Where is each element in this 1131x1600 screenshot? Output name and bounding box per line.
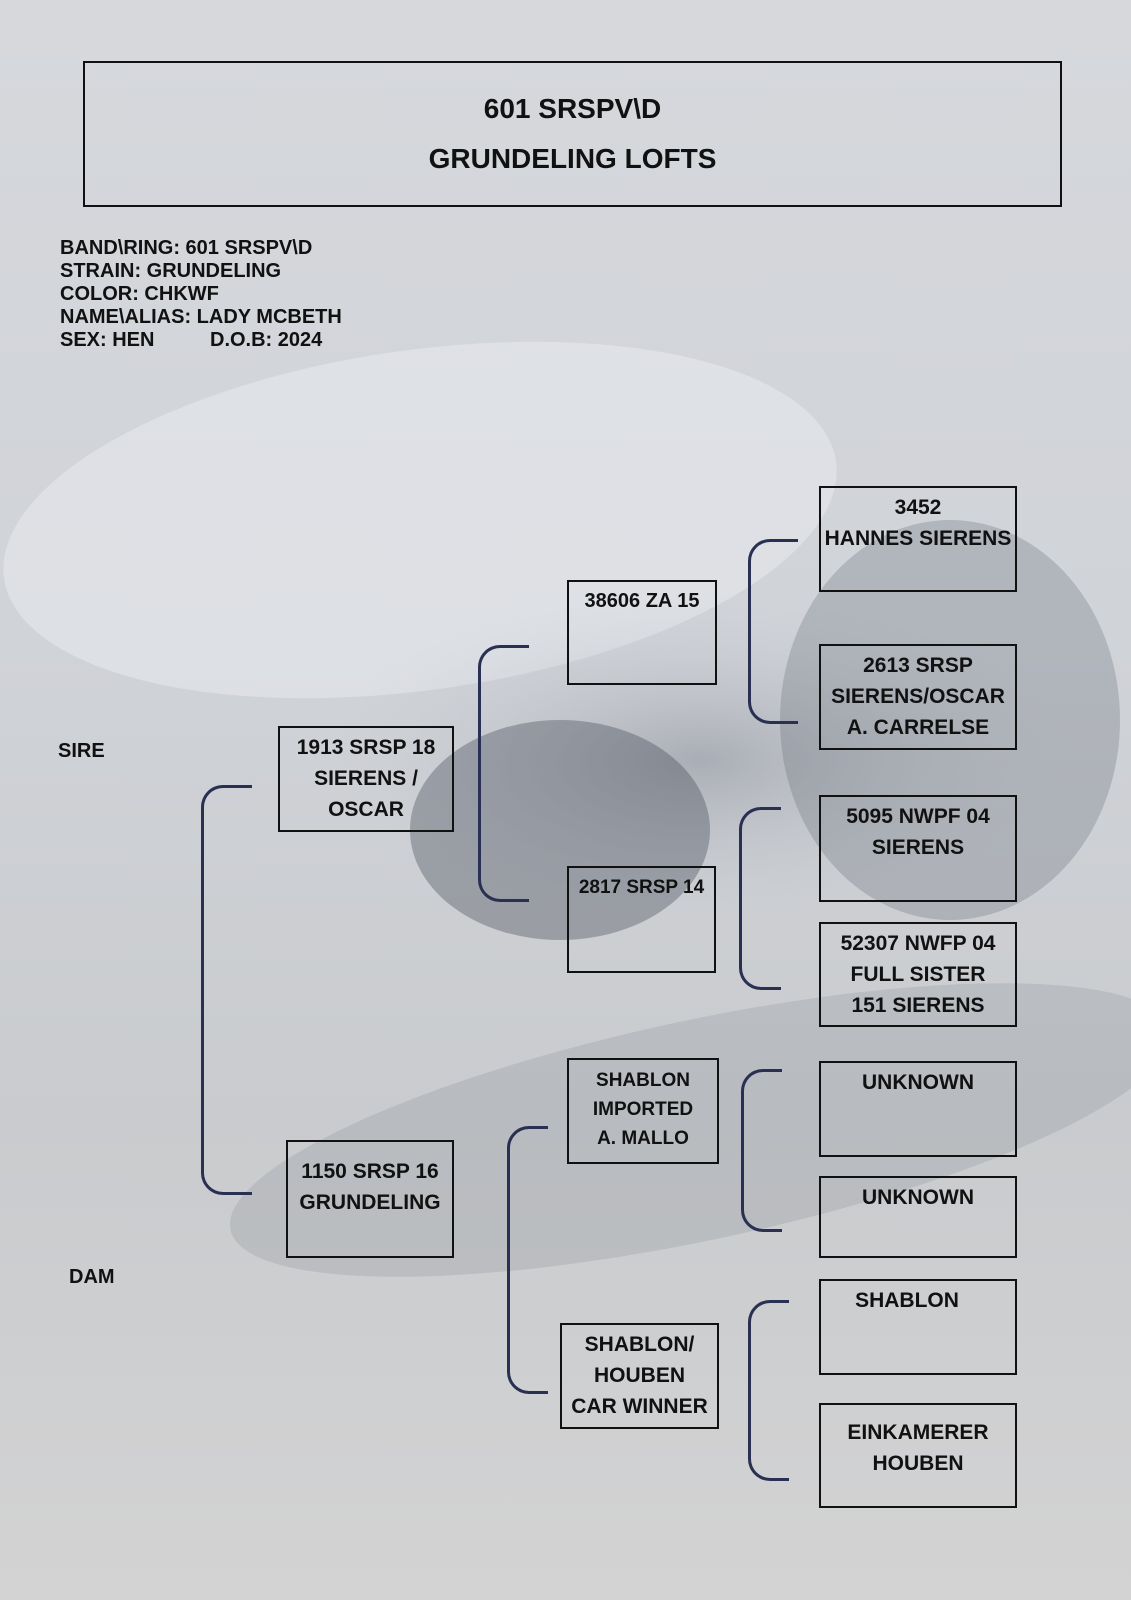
ggp-line: 5095 NWPF 04 — [846, 805, 990, 828]
bracket-gp4 — [748, 1300, 789, 1481]
info-sex: SEX: HEN — [60, 329, 155, 351]
dam-label: DAM — [69, 1266, 115, 1288]
ggp-box-1: 3452 HANNES SIERENS — [819, 486, 1017, 592]
info-band: BAND\RING: 601 SRSPV\D — [60, 237, 313, 259]
bracket-gp2 — [739, 807, 781, 990]
bracket-gp3 — [741, 1069, 782, 1232]
ggp-line: UNKNOWN — [862, 1071, 974, 1094]
ggp-line: SHABLON — [855, 1289, 959, 1312]
info-dob: D.O.B: 2024 — [210, 329, 323, 351]
gp-line: 2817 SRSP 14 — [578, 877, 705, 898]
ggp-box-4: 52307 NWFP 04 FULL SISTER 151 SIERENS — [819, 922, 1017, 1027]
title-loft: GRUNDELING LOFTS — [428, 143, 717, 174]
ggp-line: EINKAMERER — [847, 1421, 989, 1444]
gp-line: A. MALLO — [597, 1128, 689, 1149]
sire-line: OSCAR — [328, 798, 404, 821]
sire-line: SIERENS / — [314, 767, 418, 790]
ggp-box-6: UNKNOWN — [819, 1176, 1017, 1258]
bracket-gp1 — [748, 539, 798, 724]
info-name: NAME\ALIAS: LADY MCBETH — [60, 306, 342, 328]
ggp-line: FULL SISTER — [850, 963, 986, 986]
ggp-line: 3452 — [894, 496, 942, 519]
gp-line: SHABLON/ — [584, 1333, 695, 1356]
sire-label: SIRE — [58, 740, 105, 762]
ggp-line: 151 SIERENS — [851, 994, 985, 1017]
ggp-line: HANNES SIERENS — [824, 527, 1012, 550]
ggp-line: A. CARRELSE — [846, 716, 990, 739]
sire-box: 1913 SRSP 18 SIERENS / OSCAR — [278, 726, 454, 832]
sire-sire-box: 38606 ZA 15 — [567, 580, 717, 685]
dam-dam-box: SHABLON/ HOUBEN CAR WINNER — [560, 1323, 719, 1429]
ggp-box-3: 5095 NWPF 04 SIERENS — [819, 795, 1017, 902]
dam-line: GRUNDELING — [299, 1191, 441, 1214]
gp-line: HOUBEN — [593, 1364, 685, 1387]
info-color: COLOR: CHKWF — [60, 283, 219, 305]
gp-line: CAR WINNER — [571, 1395, 708, 1418]
gp-line: IMPORTED — [592, 1099, 694, 1120]
gp-line: SHABLON — [596, 1070, 690, 1091]
sire-dam-box: 2817 SRSP 14 — [567, 866, 716, 973]
dam-line: 1150 SRSP 16 — [301, 1160, 439, 1183]
ggp-line: HOUBEN — [872, 1452, 964, 1475]
ggp-box-2: 2613 SRSP SIERENS/OSCAR A. CARRELSE — [819, 644, 1017, 750]
ggp-line: 52307 NWFP 04 — [840, 932, 996, 955]
title-band: 601 SRSPV\D — [483, 93, 662, 124]
bird-info: BAND\RING: 601 SRSPV\D STRAIN: GRUNDELIN… — [60, 237, 342, 352]
ggp-line: 2613 SRSP — [863, 654, 973, 677]
dam-sire-box: SHABLON IMPORTED A. MALLO — [567, 1058, 719, 1164]
sire-line: 1913 SRSP 18 — [296, 736, 436, 759]
title-box: 601 SRSPV\D GRUNDELING LOFTS — [83, 61, 1062, 207]
ggp-line: UNKNOWN — [862, 1186, 974, 1209]
bracket-dam — [507, 1126, 548, 1394]
ggp-box-5: UNKNOWN — [819, 1061, 1017, 1157]
ggp-box-7: SHABLON — [819, 1279, 1017, 1375]
ggp-line: SIERENS — [871, 836, 965, 859]
bracket-sire — [478, 645, 529, 902]
ggp-box-8: EINKAMERER HOUBEN — [819, 1403, 1017, 1508]
gp-line: 38606 ZA 15 — [584, 590, 700, 612]
bracket-parents — [201, 785, 252, 1195]
ggp-line: SIERENS/OSCAR — [831, 685, 1005, 708]
dam-box: 1150 SRSP 16 GRUNDELING — [286, 1140, 454, 1258]
info-strain: STRAIN: GRUNDELING — [60, 260, 282, 282]
